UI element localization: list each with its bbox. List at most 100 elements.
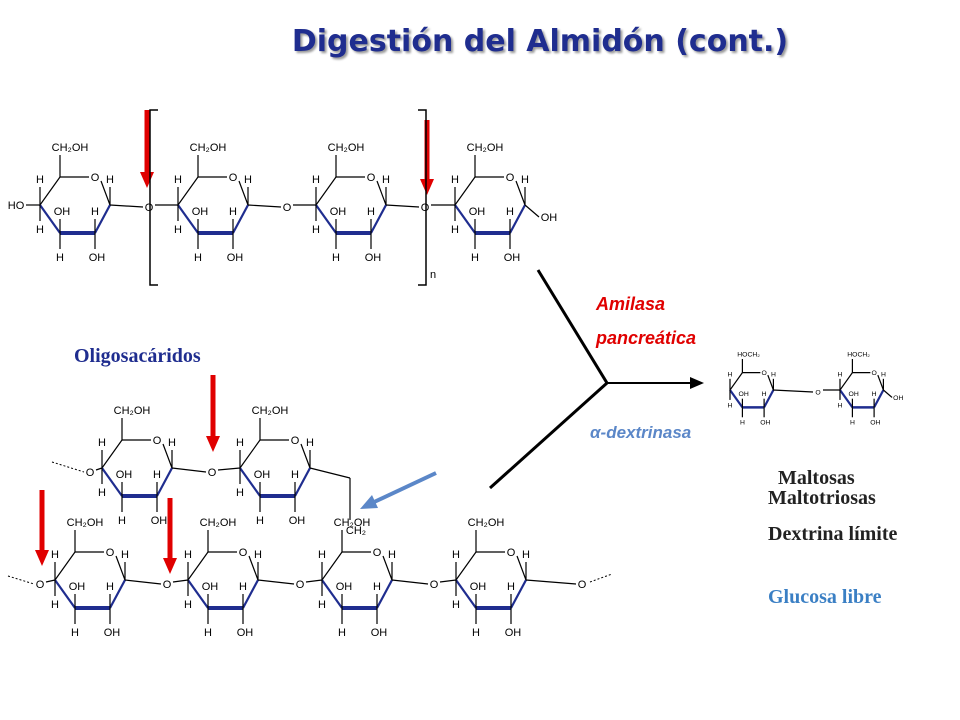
atom-label: H — [153, 469, 161, 481]
glycosidic-oxygen-label: O — [36, 579, 45, 591]
atom-label: H — [312, 224, 320, 236]
atom-label: H — [239, 581, 247, 593]
glycosidic-oxygen: O — [283, 202, 292, 214]
atom-label: OH — [227, 252, 244, 264]
atom-label: H — [106, 174, 114, 186]
product-maltosas: Maltosas — [778, 467, 855, 489]
atom-label: H — [174, 224, 182, 236]
atom-label: OH — [289, 515, 306, 527]
product-maltotriosas: Maltotriosas — [768, 487, 876, 509]
atom-label: H — [174, 174, 182, 186]
repeat-n-label: n — [430, 269, 436, 281]
glycosidic-oxygen-label: O — [283, 202, 292, 214]
glycosidic-oxygen: O — [36, 579, 45, 591]
ch2oh-label: CH₂OH — [200, 517, 237, 529]
atom-label: H — [51, 549, 59, 561]
atom-label: H — [521, 174, 529, 186]
atom-label: OH — [237, 627, 254, 639]
atom-label: H — [452, 599, 460, 611]
atom-label: H — [506, 206, 514, 218]
oligosacaridos-label: Oligosacáridos — [74, 345, 201, 367]
cleavage-arrow — [140, 110, 154, 188]
atom-label: OH — [470, 581, 487, 593]
atom-label: H — [838, 371, 843, 378]
glycosidic-bond — [247, 204, 282, 208]
ring-oxygen-label: O — [106, 547, 115, 559]
atom-label: H — [36, 174, 44, 186]
glycosidic-oxygen: O — [208, 467, 217, 479]
ch2-label: CH₂ — [346, 525, 366, 537]
atom-label: H — [388, 549, 396, 561]
ring-oxygen-label: O — [91, 172, 100, 184]
glycosidic-bond — [772, 389, 814, 393]
ch2oh-label: CH₂OH — [190, 142, 227, 154]
atom-label: H — [507, 581, 515, 593]
cleavage-arrow — [420, 120, 434, 195]
atom-label: OH — [202, 581, 219, 593]
glycosidic-oxygen: O — [86, 467, 95, 479]
reaction-arrow — [607, 377, 704, 389]
chain-continuation — [589, 573, 613, 583]
atom-label: H — [121, 549, 129, 561]
polymer-bracket-left — [149, 109, 158, 286]
atom-label: OH — [849, 391, 859, 398]
atom-label: OH — [365, 252, 382, 264]
atom-label: H — [881, 371, 886, 378]
ch2oh-label: CH₂OH — [468, 517, 505, 529]
glycosidic-bond — [385, 204, 420, 208]
ring-oxygen-label: O — [373, 547, 382, 559]
amilasa-label: Amilasa — [595, 294, 665, 314]
cleavage-arrow — [206, 375, 220, 452]
atom-label: H — [451, 224, 459, 236]
ch2oh-label: CH₂OH — [52, 142, 89, 154]
atom-label: H — [291, 469, 299, 481]
glycosidic-bond — [172, 579, 189, 583]
atom-label: OH — [870, 420, 880, 427]
ch2oh-label: CH₂OH — [334, 517, 371, 529]
glycosidic-bond — [305, 579, 323, 583]
glycosidic-oxygen-label: O — [815, 389, 820, 396]
glycosidic-bond — [217, 467, 241, 471]
atom-label: OH — [739, 391, 749, 398]
atom-label: H — [771, 371, 776, 378]
atom-label: H — [373, 581, 381, 593]
atom-label: H — [71, 627, 79, 639]
ch2oh-label: CH₂OH — [467, 142, 504, 154]
atom-label: H — [91, 206, 99, 218]
glycosidic-bond — [309, 467, 351, 479]
glycosidic-bond — [124, 579, 162, 585]
atom-label: OH — [116, 469, 133, 481]
atom-label: H — [451, 174, 459, 186]
atom-label: OH — [469, 206, 486, 218]
atom-label: H — [256, 515, 264, 527]
reaction-lines — [488, 269, 609, 490]
atom-label: OH — [89, 252, 106, 264]
atom-label: OH — [504, 252, 521, 264]
atom-label: OH — [541, 212, 558, 224]
atom-label: H — [838, 402, 843, 409]
atom-label: H — [204, 627, 212, 639]
glycosidic-oxygen: O — [430, 579, 439, 591]
glycosidic-bond — [109, 204, 144, 208]
atom-label: H — [244, 174, 252, 186]
ch2oh-label: HOCH₂ — [737, 352, 760, 359]
atom-label: H — [850, 420, 855, 427]
atom-label: H — [728, 371, 733, 378]
glycosidic-oxygen: O — [296, 579, 305, 591]
atom-label: H — [229, 206, 237, 218]
atom-label: H — [118, 515, 126, 527]
atom-label: H — [36, 224, 44, 236]
cleavage-arrow — [35, 490, 49, 566]
chain-continuation — [7, 575, 35, 585]
atom-label: OH — [371, 627, 388, 639]
ch2oh-label: CH₂OH — [328, 142, 365, 154]
atom-label: H — [194, 252, 202, 264]
